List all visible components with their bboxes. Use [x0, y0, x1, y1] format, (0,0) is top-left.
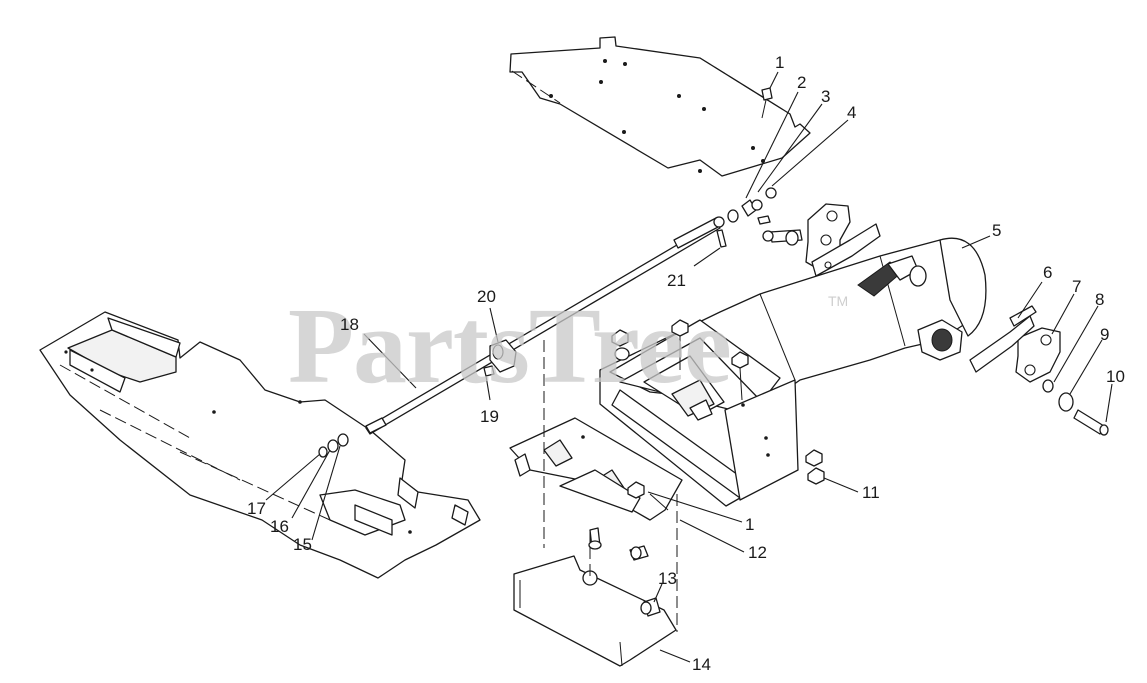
- callout-13: 13: [658, 569, 677, 588]
- callout-4: 4: [847, 103, 856, 122]
- watermark-trademark: TM: [828, 293, 848, 309]
- partstree-watermark: PartsTree TM: [288, 287, 848, 406]
- side-nuts: [805, 449, 825, 485]
- callout-18: 18: [340, 315, 359, 334]
- front-bracket: [509, 417, 683, 561]
- callout-15: 15: [293, 535, 312, 554]
- hitch-arm-right: [969, 305, 1109, 436]
- callout-17: 17: [247, 499, 266, 518]
- callout-3: 3: [821, 87, 830, 106]
- callout-5: 5: [992, 221, 1001, 240]
- rod-end-hardware: [318, 87, 777, 458]
- watermark-text: PartsTree: [288, 287, 731, 406]
- hitch-arm-left: [757, 203, 881, 277]
- alignment-lines: [543, 340, 678, 632]
- lower-floor-pan: [39, 311, 481, 579]
- callout-11: 11: [862, 483, 880, 502]
- callout-1-low: 1: [745, 515, 754, 534]
- rear-housing: [599, 237, 987, 507]
- shift-rod: [365, 217, 721, 435]
- callout-2: 2: [797, 73, 806, 92]
- callout-14: 14: [692, 655, 711, 674]
- callout-9: 9: [1100, 325, 1109, 344]
- callout-6: 6: [1043, 263, 1052, 282]
- leader-lines: [265, 71, 1113, 663]
- callout-20: 20: [477, 287, 496, 306]
- callout-19: 19: [480, 407, 499, 426]
- upper-floor-plate: [509, 36, 811, 177]
- lower-guard: [513, 555, 677, 667]
- callout-12: 12: [748, 543, 767, 562]
- callout-1-top: 1: [775, 53, 784, 72]
- callout-21: 21: [667, 271, 686, 290]
- callout-8: 8: [1095, 290, 1104, 309]
- rod-support-bracket: [483, 339, 517, 377]
- callout-10: 10: [1106, 367, 1125, 386]
- callout-labels: 1 2 3 4 5 6 7 8 9 10 11 1 12 13 14 15 16…: [247, 53, 1125, 674]
- callout-7: 7: [1072, 277, 1081, 296]
- callout-16: 16: [270, 517, 289, 536]
